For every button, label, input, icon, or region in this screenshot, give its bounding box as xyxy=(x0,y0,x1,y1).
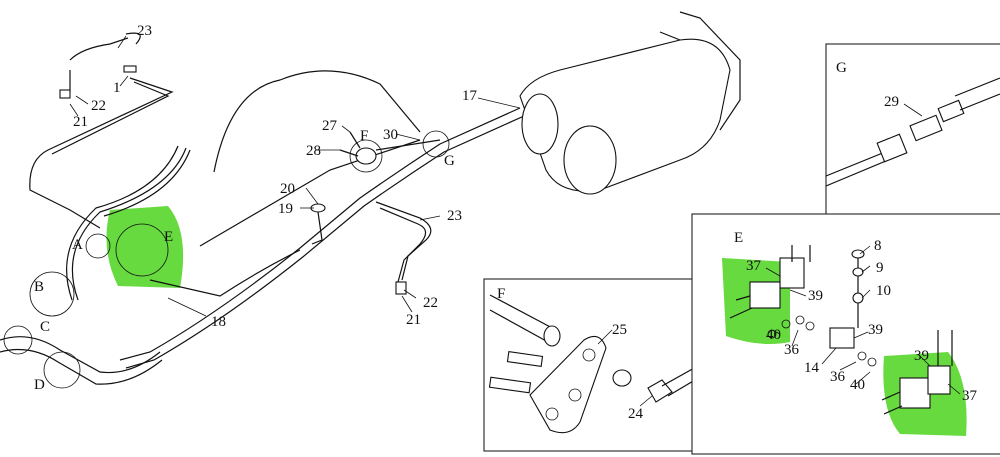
label-29: 29 xyxy=(884,94,899,110)
label-39-left: 39 xyxy=(808,288,823,304)
callout-c-circle xyxy=(3,325,33,355)
label-21-bottom: 21 xyxy=(406,312,421,328)
label-17: 17 xyxy=(462,88,478,104)
detail-f-bracket xyxy=(488,294,706,434)
label-25: 25 xyxy=(612,322,627,338)
callout-g-circle xyxy=(422,130,450,158)
label-18: 18 xyxy=(211,314,226,330)
label-b: B xyxy=(34,279,44,295)
detail-g-title: G xyxy=(836,60,847,76)
highlight-e-main xyxy=(106,206,184,288)
label-24: 24 xyxy=(628,406,644,422)
label-22-bottom: 22 xyxy=(423,295,438,311)
label-f-main: F xyxy=(360,128,368,144)
detail-g-tube xyxy=(825,77,1000,187)
callout-e-circle xyxy=(115,223,169,277)
label-8: 8 xyxy=(874,238,882,254)
callout-b-circle xyxy=(29,271,75,317)
label-a: A xyxy=(72,237,83,253)
label-d: D xyxy=(34,377,45,393)
clip-19-20 xyxy=(310,203,326,245)
label-9: 9 xyxy=(876,260,884,276)
detail-e-title: E xyxy=(734,230,743,246)
callout-a-circle xyxy=(85,233,111,259)
callout-d-circle xyxy=(43,351,81,389)
label-23-bottom: 23 xyxy=(447,208,462,224)
label-36-right: 36 xyxy=(830,369,846,385)
label-30: 30 xyxy=(383,127,398,143)
label-28: 28 xyxy=(306,143,321,159)
label-20: 20 xyxy=(280,181,295,197)
label-e-main: E xyxy=(164,229,173,245)
label-10: 10 xyxy=(876,283,891,299)
label-40-left: 40 xyxy=(766,327,781,343)
leader-lines xyxy=(69,35,961,407)
label-g-main: G xyxy=(444,153,455,169)
label-40-right: 40 xyxy=(850,377,865,393)
lower-tube-23 xyxy=(375,201,432,295)
frame-tubes xyxy=(0,70,525,385)
callout-f-circle xyxy=(349,139,383,173)
label-37-right: 37 xyxy=(962,388,978,404)
label-21-top: 21 xyxy=(73,114,88,130)
wire-harness xyxy=(66,145,191,301)
label-23-top: 23 xyxy=(137,23,152,39)
label-1: 1 xyxy=(113,80,121,96)
label-39-mid: 39 xyxy=(868,322,883,338)
upper-left-tube xyxy=(29,32,174,229)
label-c: C xyxy=(40,319,50,335)
air-tank xyxy=(519,11,741,195)
label-27: 27 xyxy=(322,118,338,134)
detail-f-title: F xyxy=(497,286,505,302)
detail-e-valves xyxy=(729,245,953,415)
label-39-right: 39 xyxy=(914,348,929,364)
f-bracket-main xyxy=(339,131,441,165)
label-14: 14 xyxy=(804,360,820,376)
label-19: 19 xyxy=(278,201,293,217)
label-36-left: 36 xyxy=(784,342,800,358)
label-22-top: 22 xyxy=(91,98,106,114)
label-37-left: 37 xyxy=(746,258,762,274)
